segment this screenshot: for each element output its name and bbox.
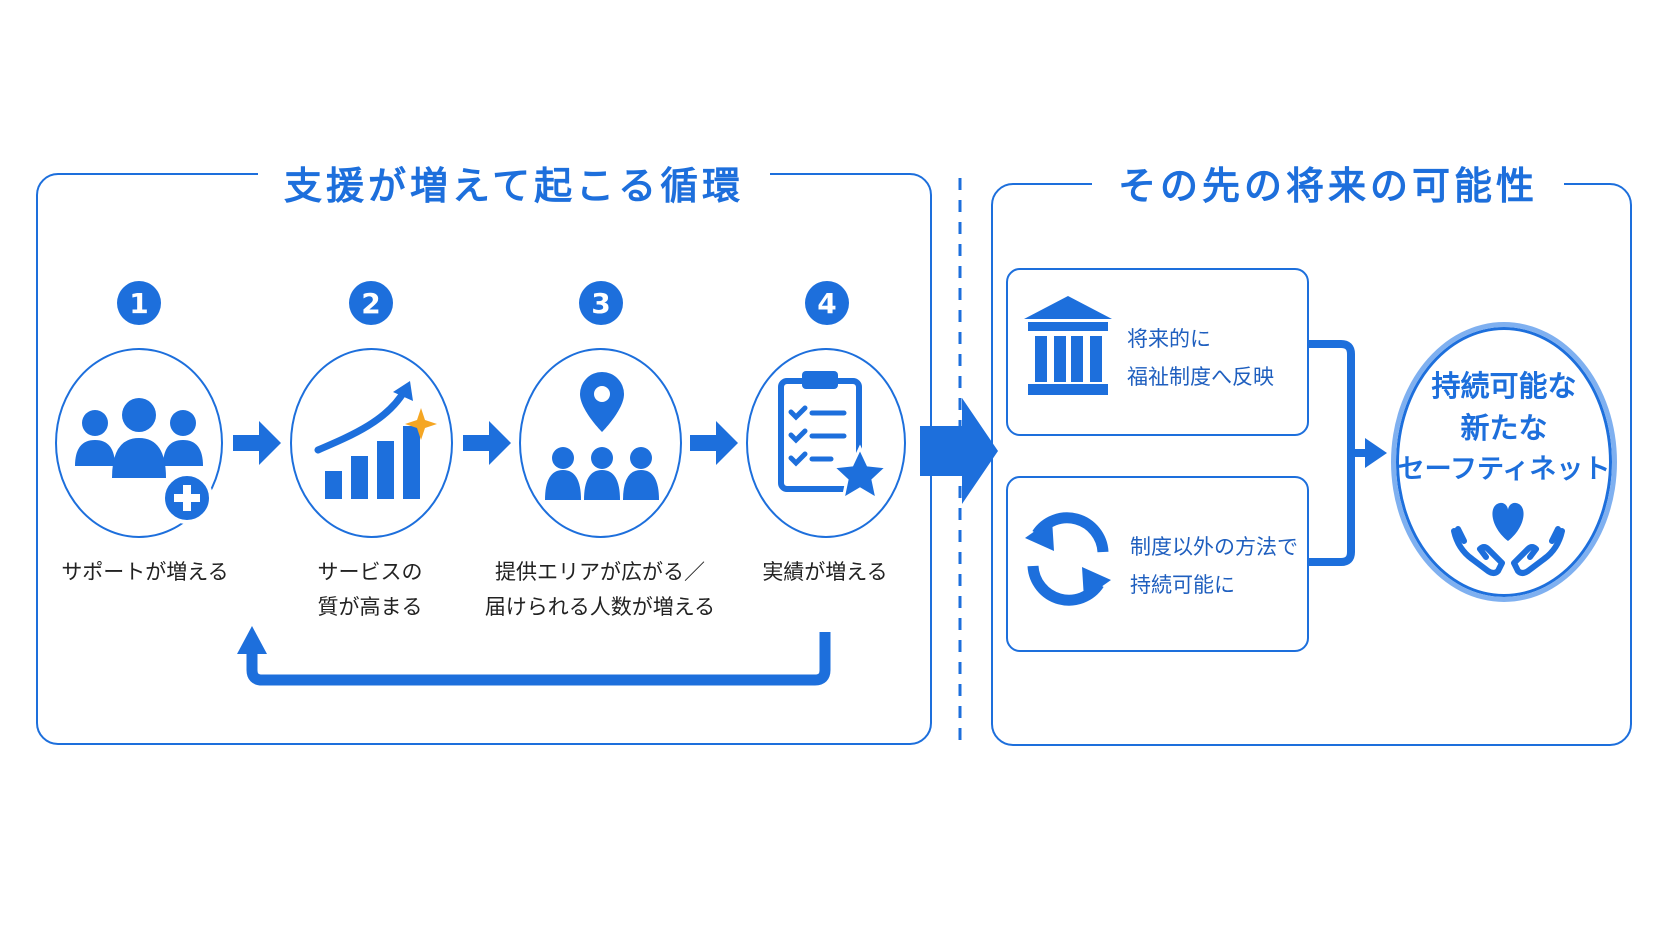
arrow-right-icon <box>690 421 738 465</box>
step-2-badge: 2 <box>349 281 393 325</box>
cycle-panel-title: 支援が増えて起こる循環 <box>258 162 771 210</box>
step-3-label: 提供エリアが広がる／ 届けられる人数が増える <box>470 555 730 625</box>
people-plus-icon <box>75 398 213 524</box>
arrow-right-icon <box>463 421 511 465</box>
step-1-label: サポートが増える <box>40 555 250 590</box>
welfare-box-line2: 福祉制度へ反映 <box>1127 365 1274 389</box>
step-4-badge: 4 <box>805 281 849 325</box>
welfare-box-text: 将来的に 福祉制度へ反映 <box>1127 320 1274 396</box>
safety-net-text: 持続可能な 新たな セーフティネット <box>1396 365 1612 491</box>
merge-connector-arrow <box>1309 340 1387 566</box>
welfare-box <box>1006 268 1309 436</box>
step-2-label-line2: 質が高まる <box>317 595 423 619</box>
sustainable-box-line2: 持続可能に <box>1130 573 1235 597</box>
refresh-cycle-icon <box>1025 512 1111 606</box>
safety-net-result: 持続可能な 新たな セーフティネット <box>1391 322 1617 602</box>
government-building-icon <box>1024 296 1112 395</box>
sustainable-box <box>1006 476 1309 652</box>
step-2-label-line1: サービスの <box>317 560 423 584</box>
step-4-label: 実績が増える <box>730 555 920 590</box>
arrow-right-icon <box>233 421 281 465</box>
location-people-icon <box>545 372 659 500</box>
step-2-label: サービスの 質が高まる <box>270 555 470 625</box>
loop-back-arrow-icon <box>237 626 831 686</box>
step-3-badge: 3 <box>579 281 623 325</box>
heart-hands-icon <box>1451 502 1565 576</box>
step-1-label-line1: サポートが増える <box>61 560 229 584</box>
welfare-box-line1: 将来的に <box>1127 327 1211 351</box>
step-2-circle <box>290 348 453 538</box>
dashed-divider <box>958 178 962 744</box>
growth-chart-icon <box>314 381 437 499</box>
step-3-label-line1: 提供エリアが広がる／ <box>495 560 705 584</box>
sustainable-box-line1: 制度以外の方法で <box>1130 535 1298 559</box>
safety-net-line3: セーフティネット <box>1397 454 1611 485</box>
sustainable-box-text: 制度以外の方法で 持続可能に <box>1130 528 1298 604</box>
step-1-badge: 1 <box>117 281 161 325</box>
step-3-label-line2: 届けられる人数が増える <box>484 595 716 619</box>
checklist-star-icon <box>778 371 891 503</box>
step-4-label-line1: 実績が増える <box>762 560 888 584</box>
future-panel-title: その先の将来の可能性 <box>1092 162 1565 210</box>
safety-net-line1: 持続可能な <box>1431 369 1577 403</box>
safety-net-line2: 新たな <box>1460 411 1548 445</box>
